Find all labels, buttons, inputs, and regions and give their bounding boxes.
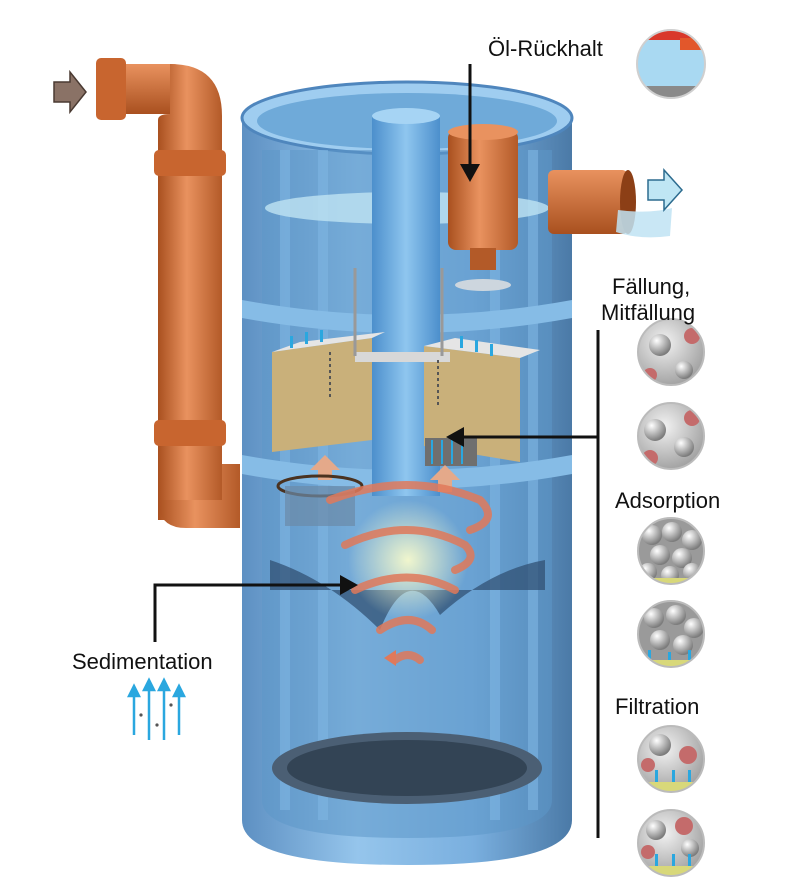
filtration-magnifier-icon (637, 725, 705, 877)
label-precipitation-line2: Mitfällung (601, 300, 696, 325)
precipitation-magnifier-icon (637, 318, 705, 470)
inlet-pipe (96, 58, 240, 528)
filter-cartridges (272, 268, 540, 526)
label-precipitation-line1: Fällung, (612, 274, 691, 299)
oil-layer-magnifier-icon (636, 29, 706, 99)
label-sedimentation: Sedimentation (72, 649, 213, 674)
label-filtration: Filtration (615, 694, 700, 719)
adsorption-magnifier-icon (637, 517, 705, 668)
outlet-arrow-icon (647, 168, 684, 212)
label-adsorption: Adsorption (615, 488, 721, 513)
sedimentation-swirl (326, 481, 492, 666)
upward-flow-icon (126, 677, 187, 740)
inlet-arrow-icon (53, 69, 87, 115)
label-oil-retention: Öl-Rückhalt (488, 36, 603, 61)
oil-separator (448, 124, 518, 291)
outlet-pipe (548, 170, 672, 238)
leader-lines (153, 64, 600, 838)
